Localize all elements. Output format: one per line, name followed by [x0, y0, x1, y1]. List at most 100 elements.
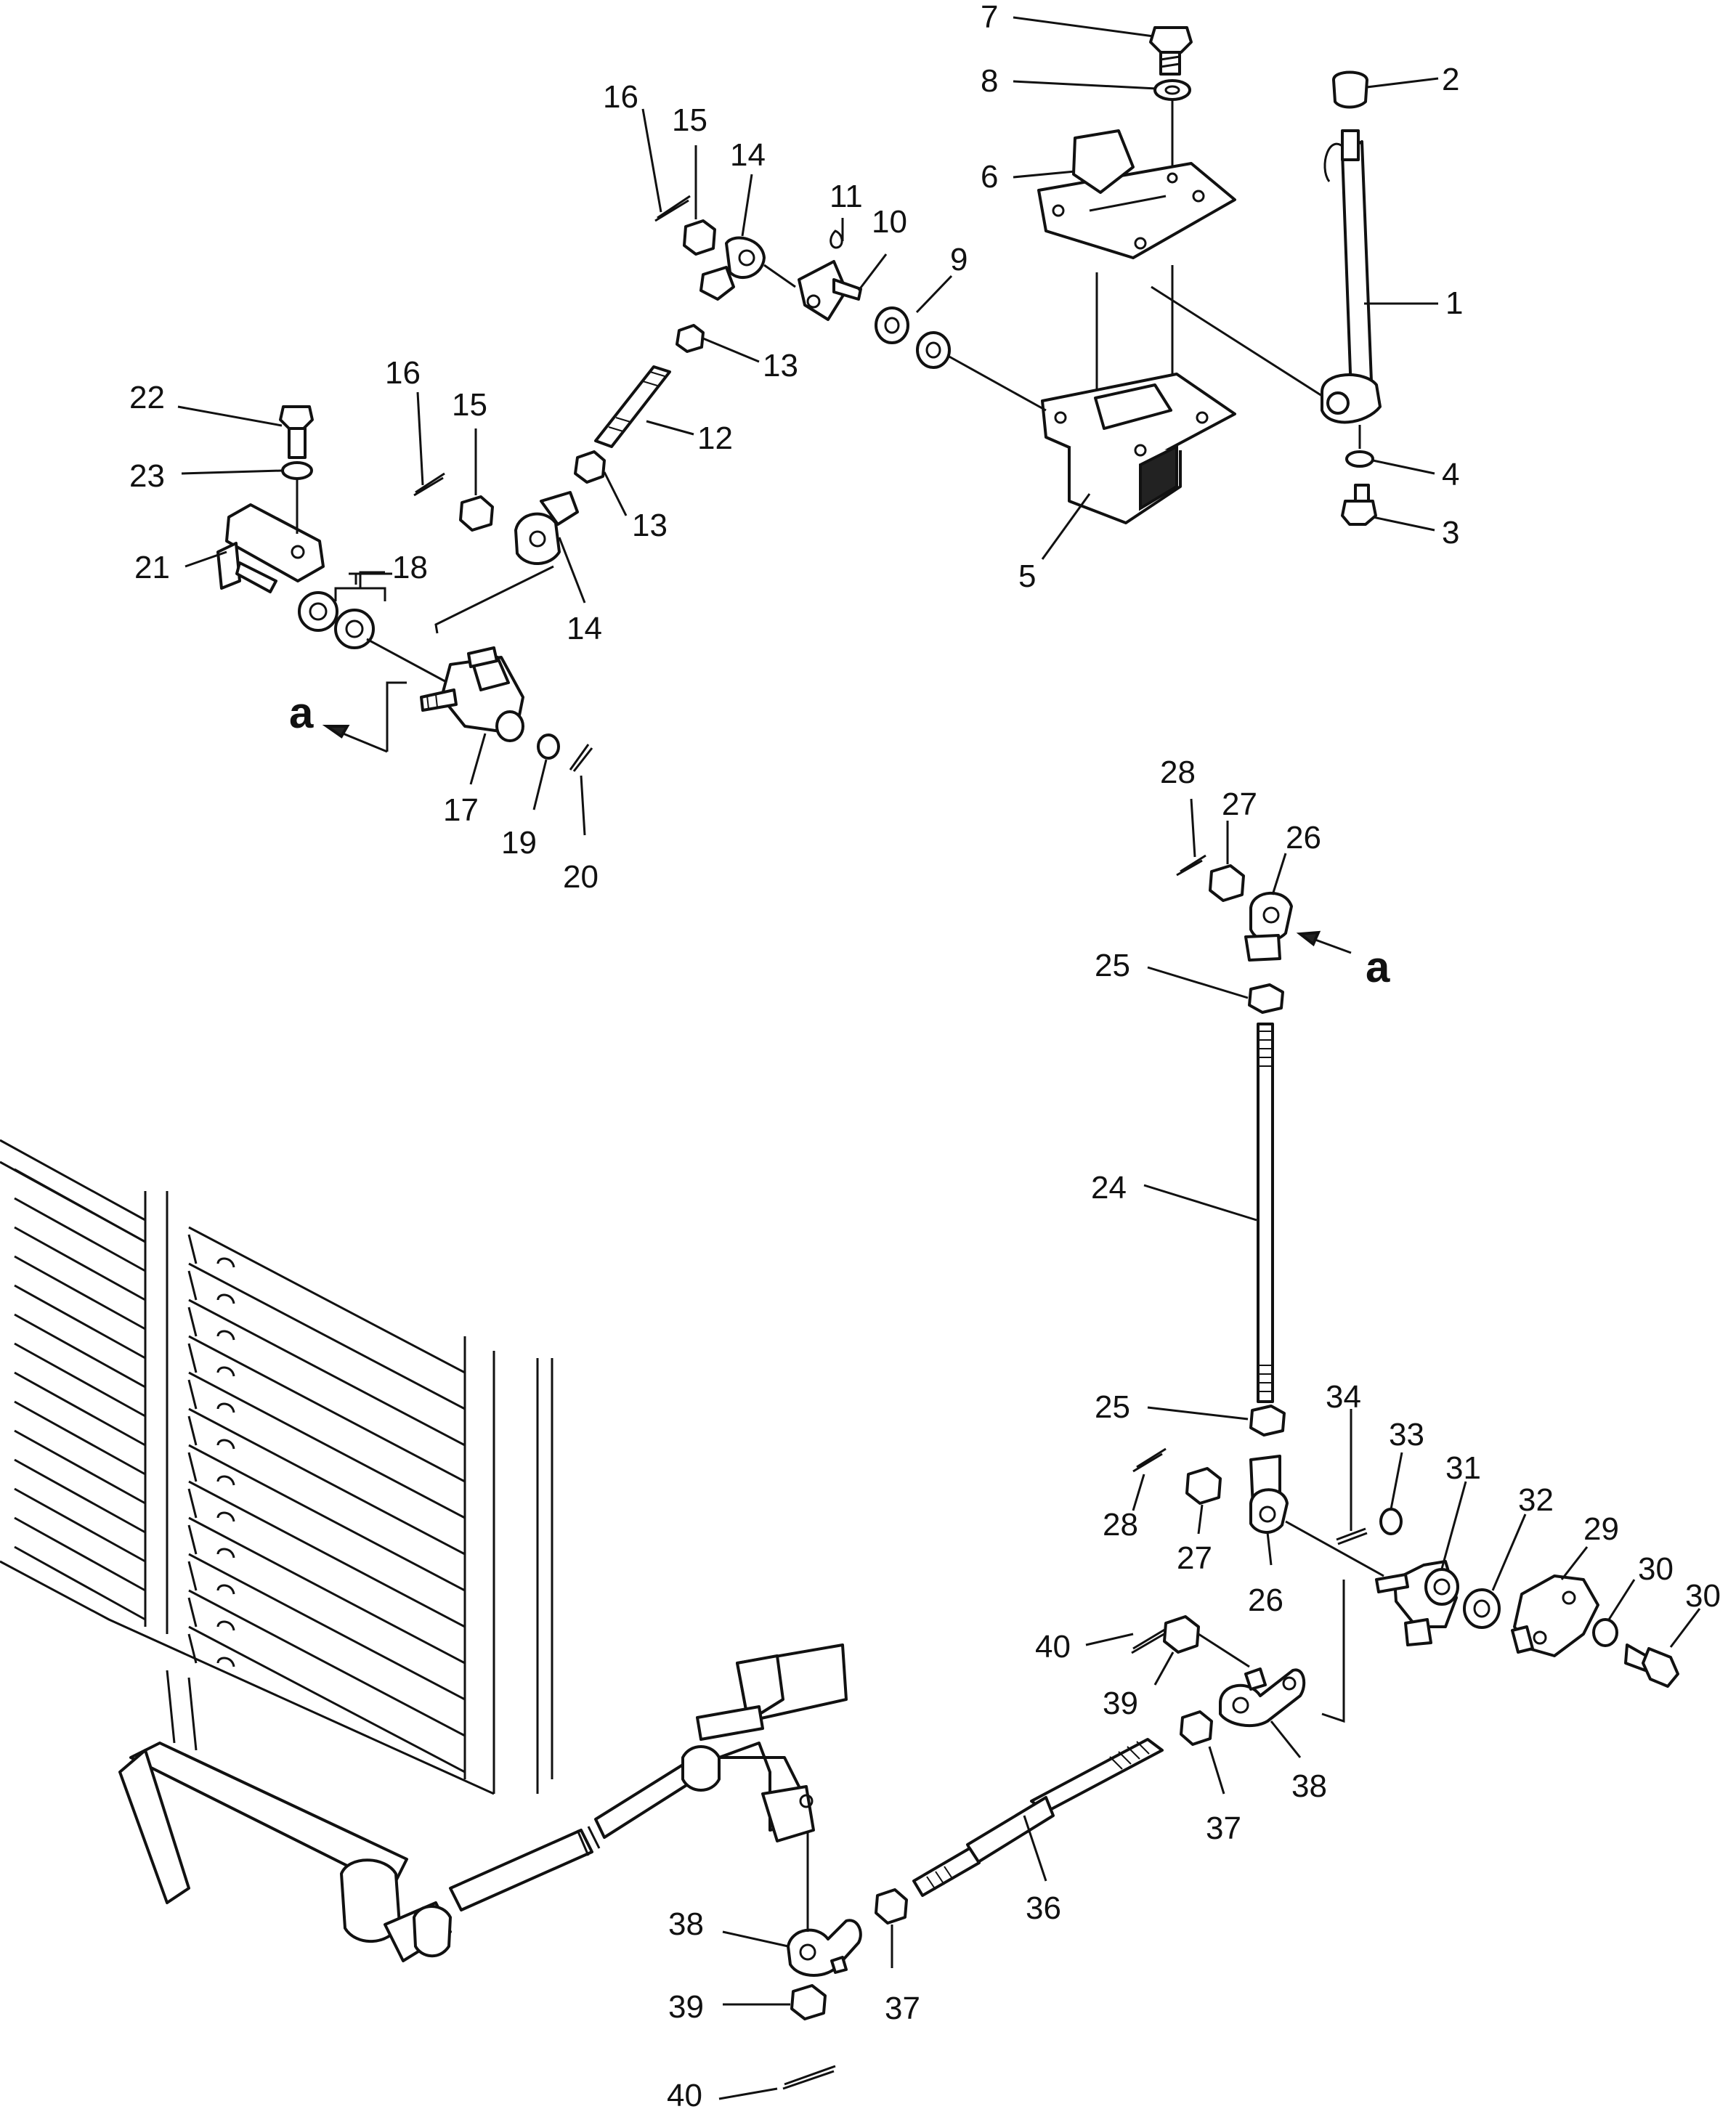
part-label-16: 16 [603, 79, 638, 115]
nut-part-13 [676, 324, 705, 353]
washer-part-34 [1379, 1508, 1403, 1535]
part-label-33: 32 [1518, 1482, 1554, 1518]
rod-end-part-26-lower [1249, 1455, 1289, 1534]
part-label-26: 26 [1286, 820, 1321, 856]
part-label-31: 30 [1638, 1551, 1674, 1587]
part-label-19: 19 [501, 825, 537, 861]
part-label-1: 1 [1445, 285, 1463, 321]
nut-part-25 [1248, 983, 1284, 1014]
cotter-pin-part-20 [569, 744, 593, 772]
nut-part-37 [1180, 1710, 1213, 1746]
rod-end-part-38 [1219, 1667, 1306, 1728]
part-label-25-lower: 25 [1095, 1389, 1130, 1425]
nut-part-37-lower [875, 1888, 908, 1925]
part-label-14-lower: 14 [567, 611, 602, 646]
part-label-23: 23 [129, 458, 165, 494]
part-label-39: 39 [1103, 1686, 1138, 1721]
part-label-36: 36 [1026, 1890, 1061, 1926]
collar-part-18 [298, 591, 375, 649]
rod-part-36 [912, 1738, 1164, 1897]
part-label-2: 2 [1442, 62, 1459, 97]
washer-part-8 [1153, 79, 1191, 101]
cotter-pin-part-28 [1176, 854, 1206, 877]
part-label-13-lower: 13 [632, 508, 668, 543]
part-label-8: 8 [981, 63, 998, 99]
part-label-32: 31 [1445, 1450, 1481, 1486]
part-label-35: 34 [1326, 1379, 1361, 1415]
part-labels: 7 8 2 6 1 4 3 5 9 10 11 14 15 16 13 12 1… [129, 0, 1721, 2109]
cover-plate-part-6 [1037, 129, 1236, 259]
pin-part-11 [830, 229, 843, 249]
part-label-34: 33 [1389, 1417, 1424, 1452]
part-label-24: 24 [1091, 1170, 1127, 1206]
part-label-7: 7 [981, 0, 998, 35]
knob-part-2 [1332, 70, 1368, 109]
cotter-pin-part-28-lower [1132, 1447, 1167, 1473]
bracket-part-29 [1511, 1574, 1599, 1657]
cotter-pin-part-40 [1131, 1625, 1170, 1654]
part-label-28-lower: 28 [1103, 1507, 1138, 1543]
lever-part-10 [798, 260, 862, 321]
bolt-part-7 [1149, 26, 1193, 76]
cotter-pin-part-40-lower [782, 2065, 836, 2090]
part-label-37-lower: 37 [885, 1991, 920, 2026]
part-label-18: 18 [392, 550, 428, 585]
rod-part-24 [1257, 1023, 1274, 1403]
bolt-part-30 [1624, 1643, 1679, 1688]
part-label-12: 12 [697, 420, 733, 456]
part-label-14: 14 [730, 137, 766, 173]
part-label-6: 6 [981, 159, 998, 195]
cotter-pin-part-35 [1336, 1527, 1368, 1545]
housing-part-5 [1041, 373, 1236, 524]
part-label-38-lower: 38 [668, 1906, 704, 1942]
part-label-20: 20 [563, 859, 599, 895]
turnbuckle-assembly [782, 1738, 1164, 2090]
lever-part-32 [1375, 1560, 1459, 1646]
part-label-26-lower: 26 [1248, 1582, 1283, 1618]
part-label-11: 11 [830, 179, 863, 214]
bolt-part-3 [1341, 484, 1377, 526]
part-label-5: 5 [1018, 558, 1036, 594]
rod-end-part-14-lower [514, 491, 579, 565]
part-label-39-lower: 39 [668, 1989, 704, 2025]
louver-blades [14, 1168, 466, 1773]
nut-part-39 [1163, 1615, 1200, 1654]
rod-end-part-26 [1244, 891, 1293, 962]
washer-part-19 [537, 734, 560, 760]
part-label-21: 21 [134, 550, 170, 585]
cotter-pin-part-16-lower [413, 472, 445, 497]
control-lever-assembly [1037, 26, 1382, 526]
washer-part-31 [1592, 1618, 1618, 1647]
part-label-15-lower: 15 [452, 387, 487, 423]
part-label-27: 27 [1222, 787, 1257, 822]
washer-part-4 [1345, 450, 1374, 468]
nut-part-25-lower [1249, 1405, 1286, 1437]
part-label-40: 40 [1035, 1629, 1071, 1665]
part-label-4: 4 [1442, 457, 1459, 492]
part-label-25: 25 [1095, 948, 1130, 983]
rod-end-part-14 [699, 236, 796, 301]
nut-part-15-lower [459, 495, 494, 532]
upper-linkage-assembly [216, 195, 1047, 772]
part-label-29: 29 [1583, 1511, 1619, 1547]
part-label-38: 38 [1291, 1768, 1327, 1804]
view-marker-a-left: a [289, 688, 314, 737]
bracket-part-21 [216, 503, 325, 593]
part-label-16-lower: 16 [385, 355, 421, 391]
nut-part-13-lower [574, 450, 606, 484]
bolt-part-22 [279, 405, 314, 459]
view-marker-a-right: a [1366, 943, 1390, 991]
rod-part-12 [594, 365, 671, 448]
part-label-22: 22 [129, 380, 165, 415]
lever-part-17 [420, 646, 524, 742]
washer-part-23 [281, 461, 313, 480]
nut-part-15 [683, 219, 716, 256]
part-label-10: 10 [872, 204, 907, 240]
part-label-15: 15 [672, 102, 707, 138]
part-label-13: 13 [763, 348, 798, 383]
part-label-3: 3 [1442, 515, 1459, 550]
part-label-9: 9 [950, 242, 968, 277]
vertical-rod-assembly [1131, 854, 1679, 1746]
